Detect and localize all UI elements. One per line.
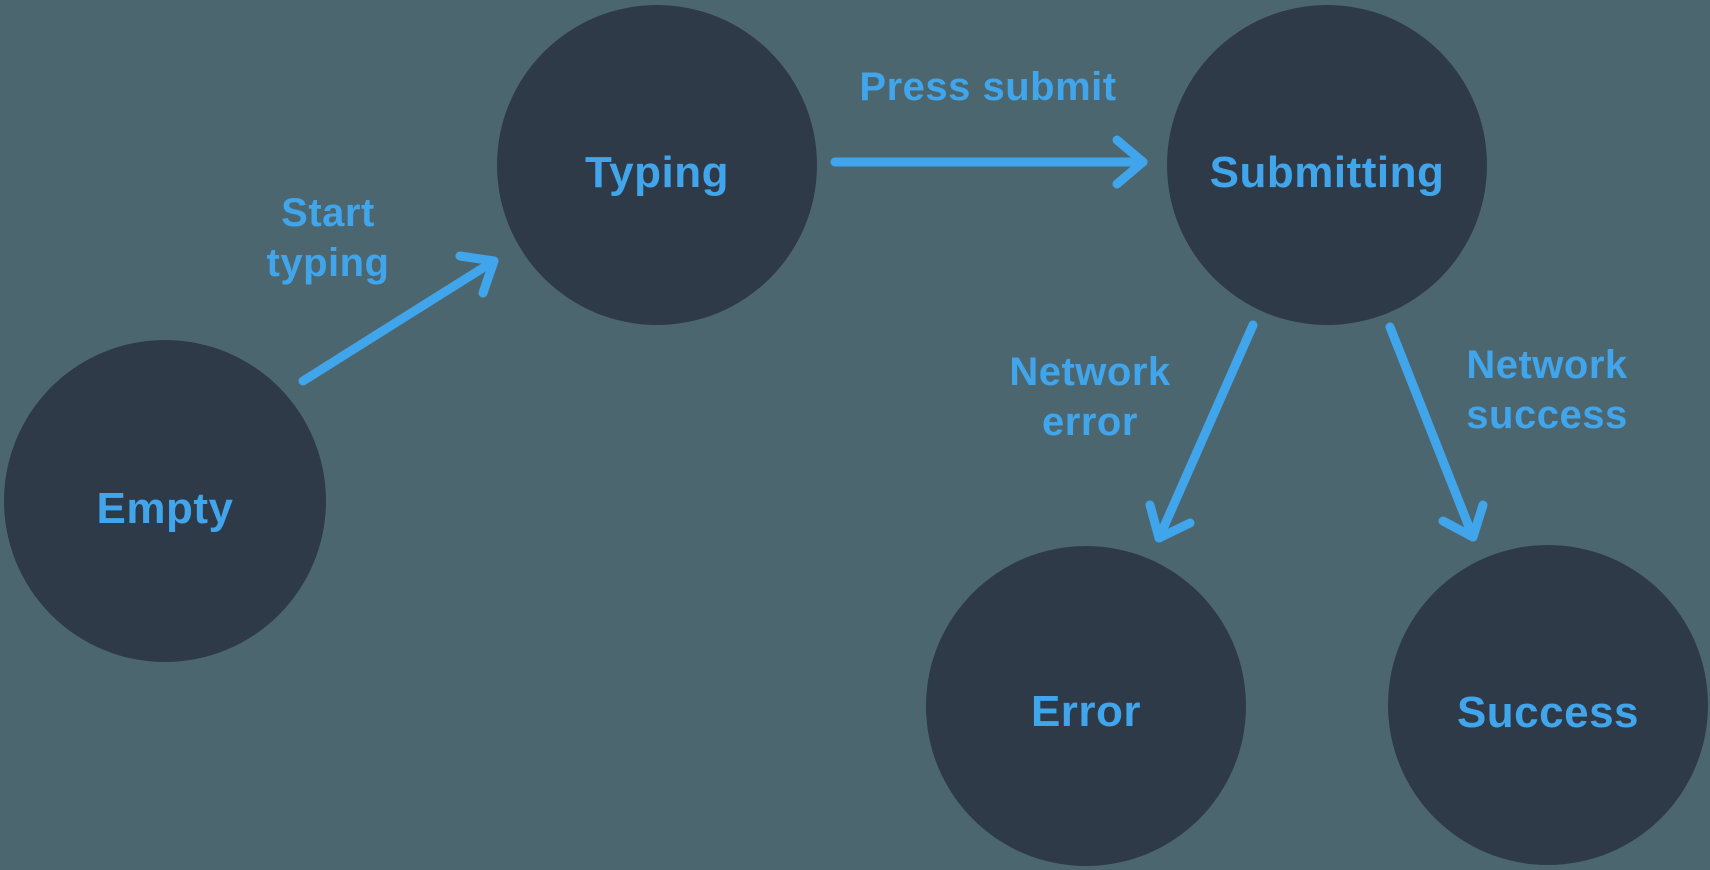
- state-node-success: Success: [1388, 545, 1708, 865]
- edge-label-network-error-line2: error: [1042, 400, 1138, 444]
- edge-empty-to-typing-line: [298, 256, 499, 386]
- edge-label-network-success-line1: Network: [1466, 343, 1628, 387]
- state-node-error: Error: [926, 546, 1246, 866]
- state-node-submitting-label: Submitting: [1210, 148, 1445, 197]
- edge-label-start-typing-line2: typing: [267, 241, 390, 285]
- edge-submitting-to-error: Network error: [1009, 320, 1258, 543]
- edge-label-start-typing-line1: Start: [281, 191, 375, 235]
- edge-label-network-success-line2: success: [1466, 393, 1627, 437]
- edge-submitting-to-success-line: [1385, 322, 1478, 542]
- state-node-submitting: Submitting: [1167, 5, 1487, 325]
- state-node-empty-circle: [4, 340, 326, 662]
- state-node-typing: Typing: [497, 5, 817, 325]
- edge-label-press-submit: Press submit: [859, 65, 1116, 109]
- edge-typing-to-submitting: Press submit: [830, 65, 1148, 189]
- edge-submitting-to-success: Network success: [1385, 322, 1628, 542]
- edge-empty-to-typing: Start typing: [267, 191, 499, 386]
- state-node-error-circle: [926, 546, 1246, 866]
- state-node-typing-label: Typing: [585, 148, 729, 197]
- arrowhead-icon: [455, 251, 499, 298]
- arrowhead-icon: [1145, 500, 1195, 543]
- arrowhead-icon: [1438, 500, 1488, 542]
- state-node-empty-label: Empty: [97, 484, 234, 533]
- edge-submitting-to-error-line: [1154, 320, 1258, 543]
- state-node-error-label: Error: [1031, 687, 1141, 736]
- state-node-empty: Empty: [4, 340, 326, 662]
- arrowhead-icon: [1112, 135, 1148, 189]
- state-node-submitting-circle: [1167, 5, 1487, 325]
- state-node-success-label: Success: [1457, 688, 1639, 737]
- state-node-success-circle: [1388, 545, 1708, 865]
- edge-label-network-error-line1: Network: [1009, 350, 1171, 394]
- state-node-typing-circle: [497, 5, 817, 325]
